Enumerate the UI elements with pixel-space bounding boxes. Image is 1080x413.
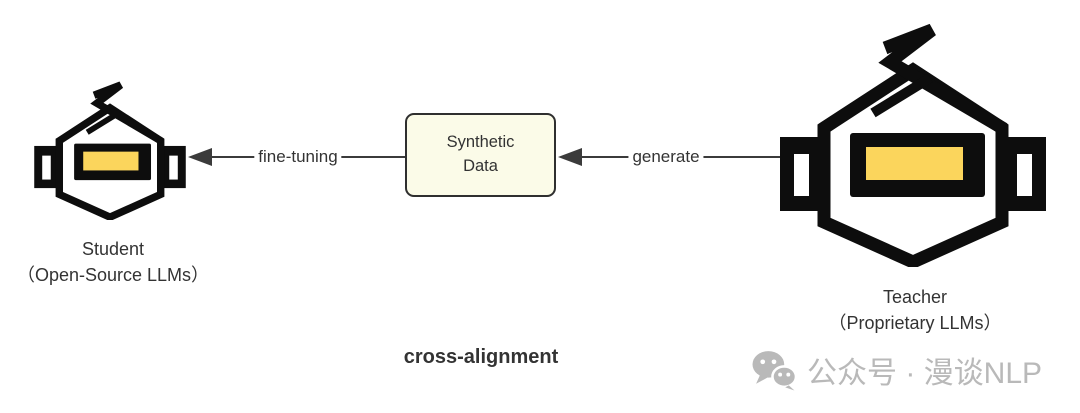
student-subtitle: （Open-Source LLMs）: [16, 265, 210, 286]
student-label: Student （Open-Source LLMs）: [13, 236, 213, 288]
arrowhead-left-icon: [558, 148, 582, 166]
watermark: 公众号 · 漫谈NLP: [752, 348, 1042, 392]
synthetic-data-line2: Data: [463, 157, 498, 175]
student-robot-icon: [34, 81, 186, 220]
student-name: Student: [81, 239, 145, 259]
caption-cross-alignment: cross-alignment: [403, 346, 559, 368]
teacher-robot-icon: [780, 23, 1046, 267]
arrowhead-left-icon: [188, 148, 212, 166]
watermark-text: 公众号 · 漫谈NLP: [807, 357, 1043, 390]
fine-tuning-label: fine-tuning: [254, 147, 342, 167]
synthetic-data-box: Synthetic Data: [405, 113, 556, 197]
teacher-label: Teacher （Proprietary LLMs）: [805, 284, 1025, 336]
generate-label: generate: [628, 147, 704, 167]
synthetic-data-line1: Synthetic: [446, 133, 515, 152]
teacher-subtitle: （Proprietary LLMs）: [828, 313, 1002, 334]
wechat-icon: [752, 350, 797, 390]
teacher-name: Teacher: [882, 287, 948, 307]
